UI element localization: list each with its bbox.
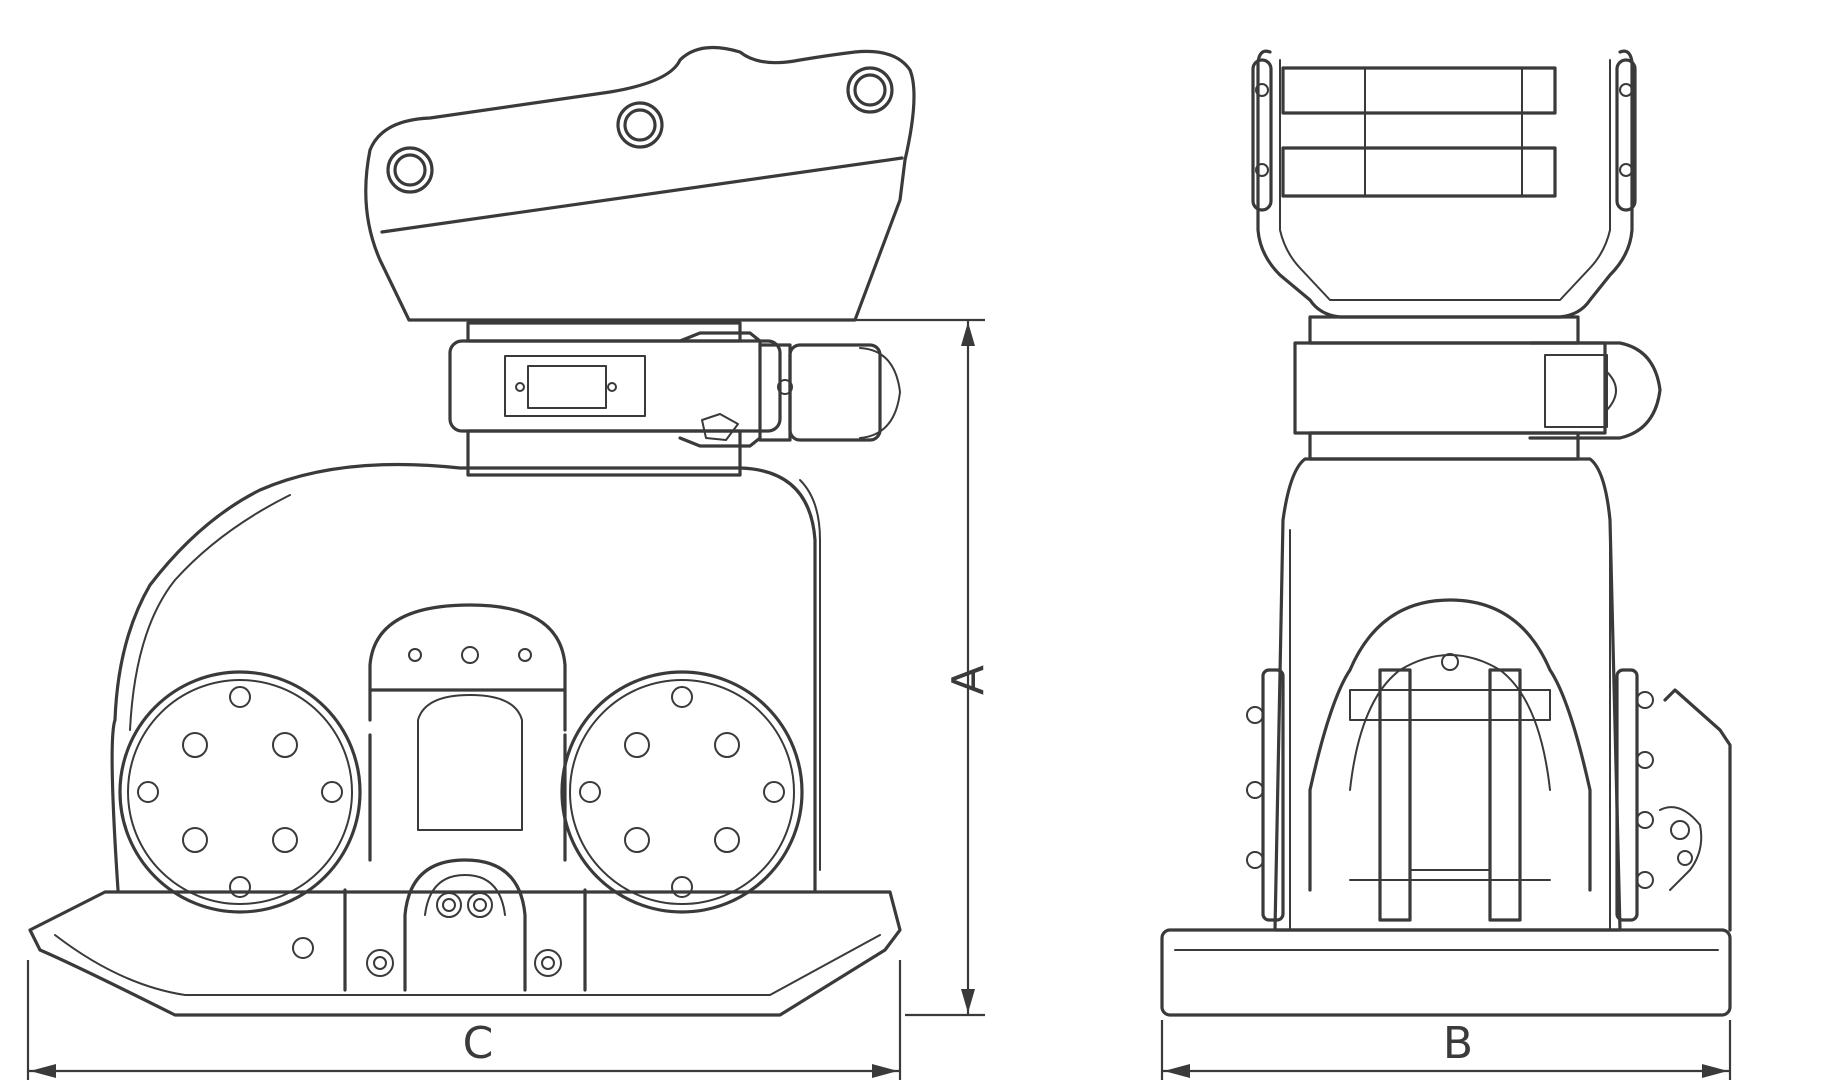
front-rotator [1293, 341, 1662, 461]
front-base-plate [1160, 928, 1732, 1017]
side-view [28, 45, 916, 1017]
dimension-depth: B [1160, 1018, 1732, 1080]
front-coupler-frame [1251, 49, 1637, 345]
side-rotator [448, 321, 901, 477]
front-body [1273, 457, 1622, 932]
side-left-exciter-disc [118, 670, 362, 914]
side-center-housing [368, 603, 567, 862]
side-right-exciter-disc [560, 670, 804, 914]
side-coupler-bracket [364, 45, 916, 322]
dimension-label-a: A [943, 665, 994, 695]
side-body [110, 462, 821, 892]
dimension-label-b: B [1443, 1018, 1473, 1069]
dimension-label-c: C [463, 1018, 494, 1069]
front-hose-guard [1659, 688, 1732, 932]
dimension-length: C [26, 960, 902, 1080]
front-view [1160, 49, 1732, 1017]
side-hydraulic-ports [292, 858, 587, 992]
side-base-plate [28, 890, 902, 1017]
front-flange-bolts [1246, 668, 1654, 922]
front-center-arch [1308, 598, 1592, 922]
dimension-height: A [825, 318, 994, 1017]
